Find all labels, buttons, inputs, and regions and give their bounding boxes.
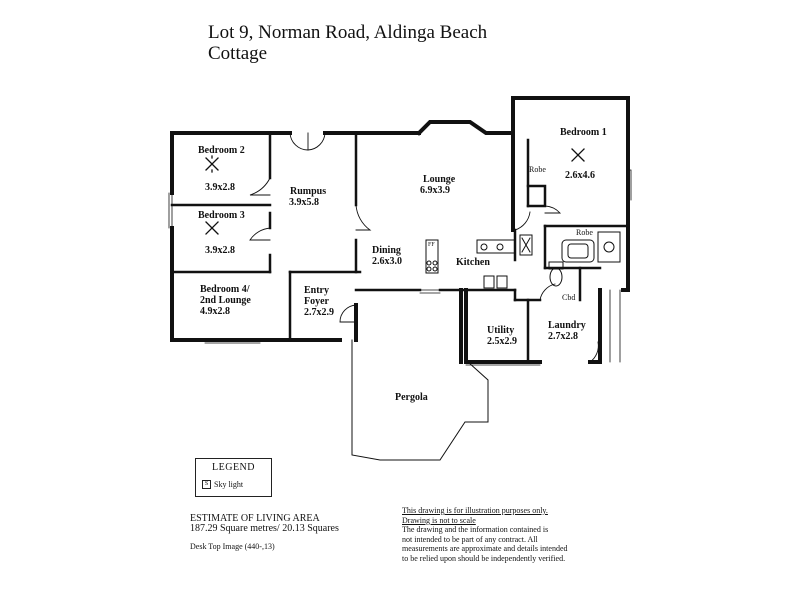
door-swings [249,132,599,363]
room-dims-bedroom-4: 4.9x2.8 [200,306,230,317]
room-dims-dining: 2.6x3.0 [372,256,402,267]
room-label-kitchen: Kitchen [456,257,490,268]
room-label-bedroom-1: Bedroom 1 [560,127,607,138]
disclaimer-line-4: not intended to be part of any contract.… [402,534,538,544]
room-dims-lounge: 6.9x3.9 [420,185,450,196]
room-dims-bedroom-1: 2.6x4.6 [565,170,595,181]
ceiling-fan-icons [205,148,585,235]
room-label-entry-line1: Entry [304,285,329,296]
room-label-utility: Utility [487,325,515,336]
room-label-dining: Dining [372,245,401,256]
room-label-laundry: Laundry [548,320,586,331]
room-dims-bedroom-3: 3.9x2.8 [205,245,235,256]
kitchen-fixtures [425,234,533,289]
room-dims-utility: 2.5x2.9 [487,336,517,347]
robe-label-bedroom-1: Robe [529,165,546,174]
disclaimer-line-6: to be relied upon should be independentl… [402,553,566,563]
room-label-bedroom-4-line1: Bedroom 4/ [200,284,250,295]
room-dims-bedroom-2: 3.9x2.8 [205,182,235,193]
legend-title: LEGEND [212,462,255,473]
bathroom-fixtures [548,231,621,287]
room-label-bedroom-2: Bedroom 2 [198,145,245,156]
room-label-bedroom-3: Bedroom 3 [198,210,245,221]
legend-item-skylight: Sky light [214,480,244,489]
room-label-bedroom-4: Bedroom 4/ 2nd Lounge 4.9x2.8 [200,284,251,317]
interior-walls [170,131,630,364]
pergola-outline [351,339,489,461]
disclaimer-line-1: This drawing is for illustration purpose… [402,506,548,515]
windows [168,169,632,366]
room-label-bedroom-4-line2: 2nd Lounge [200,295,251,306]
plan-subtitle: Cottage [208,43,268,64]
room-label-entry: Entry Foyer 2.7x2.9 [304,285,334,318]
estimate-title: ESTIMATE OF LIVING AREA [190,513,320,524]
robe-label-ensuite: Robe [576,228,593,237]
cupboard-label: Cbd [562,293,576,302]
room-label-lounge: Lounge [423,174,456,185]
image-credit: Desk Top Image (440-,13) [190,542,275,551]
estimate-value: 187.29 Square metres/ 20.13 Squares [190,523,339,534]
living-area-estimate: ESTIMATE OF LIVING AREA 187.29 Square me… [190,514,339,552]
room-dims-rumpus: 3.9x5.8 [289,197,319,208]
plan-title: Lot 9, Norman Road, Aldinga Beach [208,22,488,43]
skylight-icon: S [202,480,211,489]
legend: LEGEND S Sky light [195,458,272,497]
room-dims-laundry: 2.7x2.8 [548,331,578,342]
outer-walls [170,96,630,364]
room-label-entry-line2: Foyer [304,296,329,307]
room-label-pergola: Pergola [395,392,428,403]
room-label-rumpus: Rumpus [290,186,327,197]
disclaimer-line-2: Drawing is not to scale [402,515,476,525]
disclaimer-line-3: The drawing and the information containe… [402,525,549,535]
disclaimer-line-5: measurements are approximate and details… [402,544,568,554]
room-dims-entry: 2.7x2.9 [304,307,334,318]
fridge-label: FF [428,242,435,248]
disclaimer: This drawing is for illustration purpose… [402,506,568,564]
